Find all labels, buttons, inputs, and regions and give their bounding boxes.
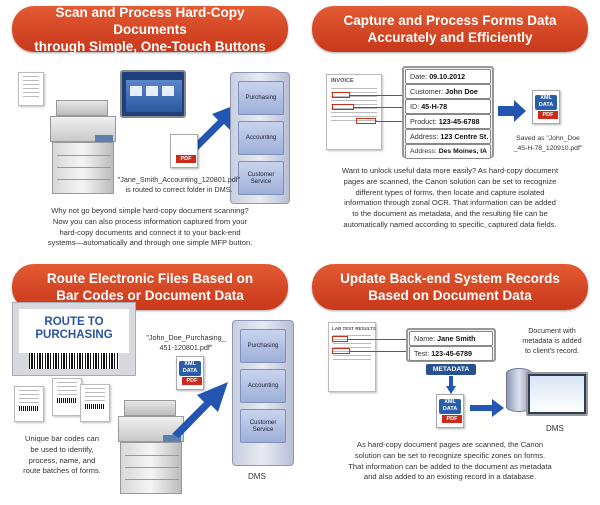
barcode-document	[80, 384, 110, 422]
field-name: Name: Jane Smith	[409, 331, 493, 346]
field-customer: Customer: John Doe	[405, 84, 491, 99]
field-id: ID: 45-H-78	[405, 99, 491, 114]
field-address-1: Address: 123 Centre St.	[405, 129, 491, 144]
flow-arrow-icon	[190, 104, 238, 152]
dms-monitor	[526, 372, 588, 416]
xml-pdf-file-icon: XML DATA PDF	[436, 394, 464, 428]
record-caption: Document with metadata is added to clien…	[522, 326, 582, 355]
mfp-copier	[118, 400, 188, 494]
folder-accounting: Accounting	[238, 121, 284, 155]
hardcopy-document	[18, 72, 44, 106]
field-product: Product: 123-45-6788	[405, 114, 491, 129]
panel-title: Scan and Process Hard-Copy Documents thr…	[12, 5, 288, 54]
panel-capture-forms: Capture and Process Forms Data Accuratel…	[300, 0, 600, 255]
panel-body-text: Why not go beyond simple hard-copy docum…	[47, 206, 253, 248]
mfp-touchscreen	[120, 70, 186, 118]
flow-arrow-icon	[470, 399, 504, 417]
invoice-document: INVOICE	[326, 74, 382, 150]
panel-body-text: Unique bar codes can be used to identify…	[23, 434, 101, 476]
dms-cabinet: Purchasing Accounting Customer Service	[232, 320, 294, 466]
folder-customer-service: Customer Service	[238, 161, 284, 195]
dms-label: DMS	[546, 424, 564, 433]
panel-title: Capture and Process Forms Data Accuratel…	[312, 6, 588, 52]
field-date: Date: 09.10.2012	[405, 69, 491, 84]
flow-arrow-icon	[498, 100, 526, 122]
xml-pdf-file-icon: XML DATA PDF	[176, 356, 204, 390]
folder-accounting: Accounting	[240, 369, 286, 403]
saved-as-caption: Saved as "John_Doe _45-H-78_120910.pdf"	[513, 135, 583, 152]
folder-customer-service: Customer Service	[240, 409, 286, 443]
dms-cabinet: Purchasing Accounting Customer Service	[230, 72, 290, 204]
panel-scan-process: Scan and Process Hard-Copy Documents thr…	[0, 0, 300, 255]
field-address-2: Address: Des Moines, IA	[405, 144, 491, 159]
barcode-document	[52, 378, 82, 416]
panel-body-text: As hard-copy document pages are scanned,…	[348, 440, 552, 482]
xml-pdf-file-icon: XML DATA PDF	[532, 90, 560, 124]
folder-purchasing: Purchasing	[238, 81, 284, 115]
panel-body-text: Want to unlock useful data more easily? …	[341, 166, 559, 229]
down-arrow-icon	[446, 376, 456, 394]
mfp-copier	[50, 100, 120, 194]
flow-arrow-icon	[172, 382, 228, 438]
field-test: Test: 123-45-6789	[409, 346, 493, 361]
routing-caption: "Jane_Smith_Accounting_120801.pdf" is ro…	[117, 175, 241, 194]
lab-results-document: LAB TEST RESULTS	[328, 322, 376, 392]
barcode-document	[14, 386, 44, 422]
folder-purchasing: Purchasing	[240, 329, 286, 363]
metadata-badge: METADATA	[426, 364, 476, 375]
pdf-file-icon: PDF	[170, 134, 198, 168]
panel-update-records: Update Back-end System Records Based on …	[300, 258, 600, 505]
dms-label: DMS	[248, 472, 266, 481]
panel-title: Update Back-end System Records Based on …	[312, 264, 588, 310]
file-caption: "John_Doe_Purchasing_ 451-120801.pdf"	[146, 333, 226, 352]
barcode-route-sign: ROUTE TO PURCHASING	[12, 302, 136, 376]
barcode-icon	[29, 353, 119, 369]
